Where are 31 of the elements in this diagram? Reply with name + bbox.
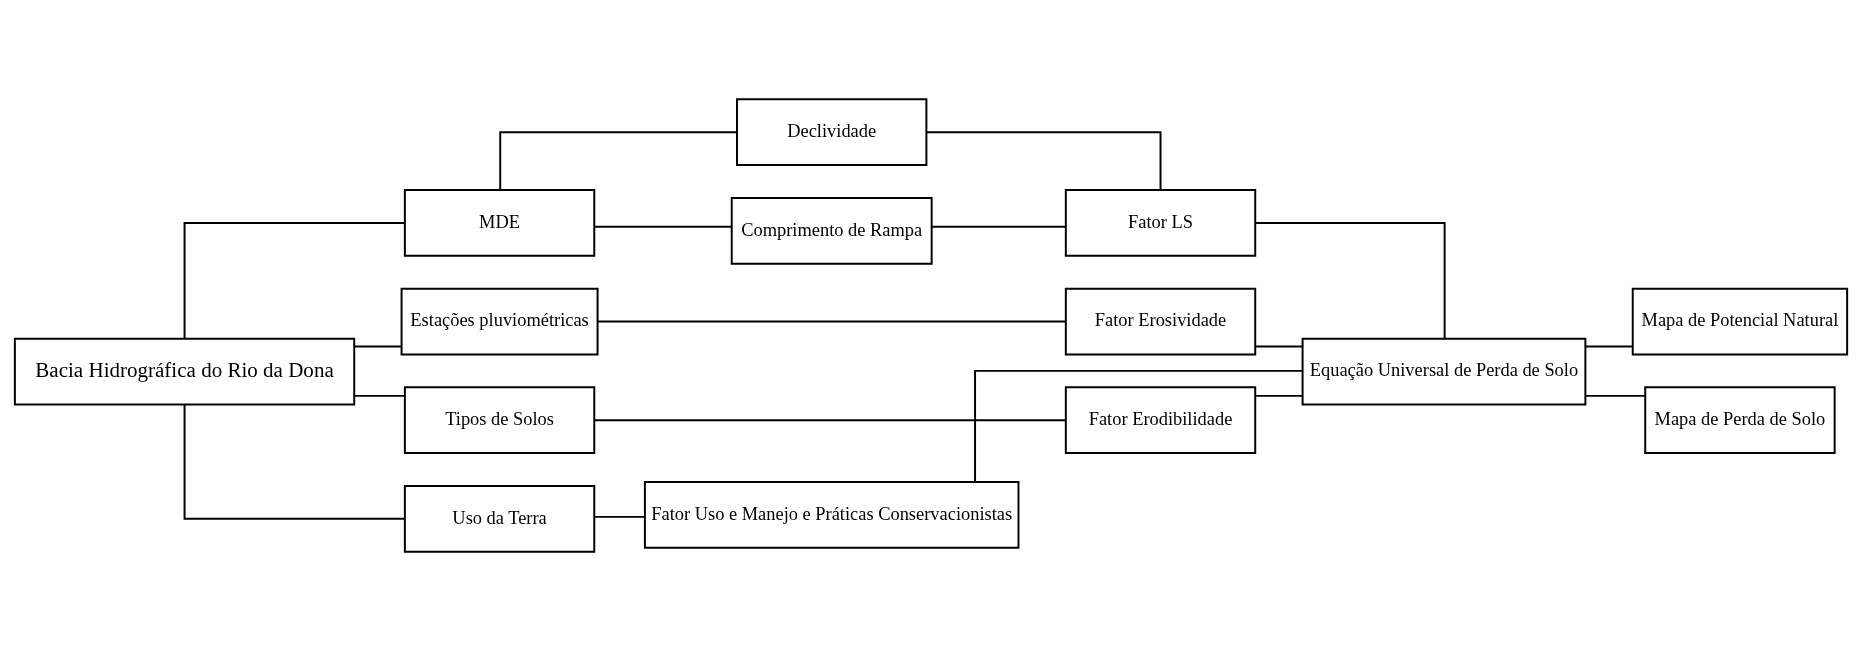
connector (183, 221, 406, 340)
node-box: Fator Erodibilidade (1064, 386, 1257, 455)
connector (593, 419, 1067, 422)
node-box: Fator Erosividade (1064, 287, 1257, 356)
connector (974, 369, 1303, 483)
connector (1254, 221, 1446, 340)
node-box: Comprimento de Rampa (730, 196, 933, 265)
connector (593, 225, 733, 228)
node-box: Mapa de Potencial Natural (1631, 287, 1849, 356)
connector (596, 320, 1067, 323)
node-box: Declividade (736, 98, 928, 166)
node-box: Equação Universal de Perda de Solo (1301, 337, 1587, 406)
connector (1584, 345, 1634, 348)
node-box: Bacia Hidrográfica do Rio da Dona (13, 337, 356, 406)
node-box: Uso da Terra (403, 485, 596, 553)
connector (353, 345, 403, 348)
connector (1254, 394, 1304, 397)
connector (499, 131, 738, 191)
connector (1254, 345, 1304, 348)
node-box: Fator Uso e Manejo e Práticas Conservacionistas (643, 481, 1020, 549)
node-box: Estações pluviométricas (400, 287, 599, 356)
connector (183, 403, 406, 520)
node-box: Fator LS (1064, 189, 1257, 257)
connector (1584, 394, 1647, 397)
node-box: Tipos de Solos (403, 386, 596, 455)
connector (930, 225, 1067, 228)
node-box: Mapa de Perda de Solo (1644, 386, 1836, 455)
connector (925, 131, 1162, 191)
connector (353, 394, 406, 397)
node-box: MDE (403, 189, 596, 257)
connector (593, 515, 646, 518)
